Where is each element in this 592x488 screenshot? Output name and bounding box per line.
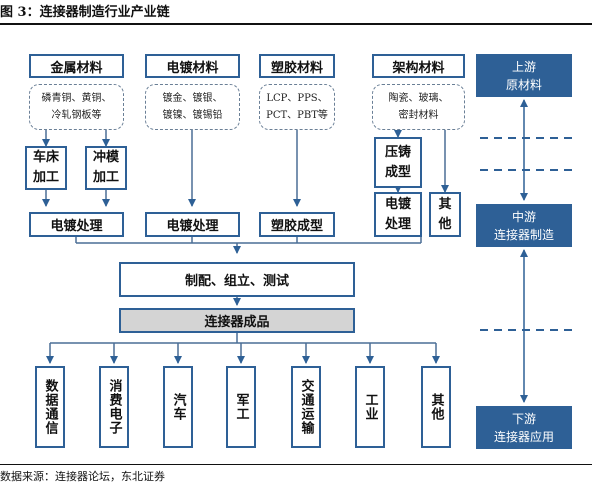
application-transportation: 交通运输 — [291, 366, 321, 448]
stage-midstream: 中游 连接器制造 — [476, 204, 572, 247]
treatment-plastic-molding: 塑胶成型 — [259, 212, 335, 237]
material-plastic: 塑胶材料 — [259, 54, 335, 78]
material-frame: 架构材料 — [372, 54, 465, 78]
material-plating: 电镀材料 — [145, 54, 240, 78]
application-consumer-electronics: 消费电子 — [99, 366, 129, 448]
detail-metal: 磷青铜、黄铜、 冷轧钢板等 — [29, 84, 124, 130]
process-stamping: 冲模加工 — [85, 146, 127, 190]
application-industrial: 工业 — [355, 366, 385, 448]
process-frame-plating: 电镀处理 — [374, 192, 422, 237]
stage-upstream: 上游 原材料 — [476, 54, 572, 97]
process-frame-other: 其他 — [429, 192, 461, 237]
process-lathe: 车床加工 — [25, 146, 67, 190]
application-other: 其他 — [421, 366, 451, 448]
treatment-plating: 电镀处理 — [145, 212, 240, 237]
application-data-communication: 数据通信 — [35, 366, 65, 448]
title-rule — [0, 23, 592, 25]
finished-product: 连接器成品 — [119, 308, 355, 333]
detail-plating: 镀金、镀银、 镀镍、镀锡铅 — [145, 84, 240, 130]
stage-downstream: 下游 连接器应用 — [476, 406, 572, 449]
treatment-metal-plating: 电镀处理 — [29, 212, 124, 237]
footer-rule — [0, 464, 592, 465]
application-military: 军工 — [226, 366, 256, 448]
figure-title: 图 3：连接器制造行业产业链 — [0, 5, 170, 20]
material-metal: 金属材料 — [29, 54, 124, 78]
detail-frame: 陶瓷、玻璃、 密封材料 — [372, 84, 465, 130]
assembly-step: 制配、组立、测试 — [119, 262, 355, 297]
process-die-casting: 压铸成型 — [374, 137, 422, 188]
detail-plastic: LCP、PPS、 PCT、PBT等 — [259, 84, 335, 130]
source-note: 数据来源：连接器论坛，东北证券 — [0, 470, 165, 483]
application-automotive: 汽车 — [163, 366, 193, 448]
